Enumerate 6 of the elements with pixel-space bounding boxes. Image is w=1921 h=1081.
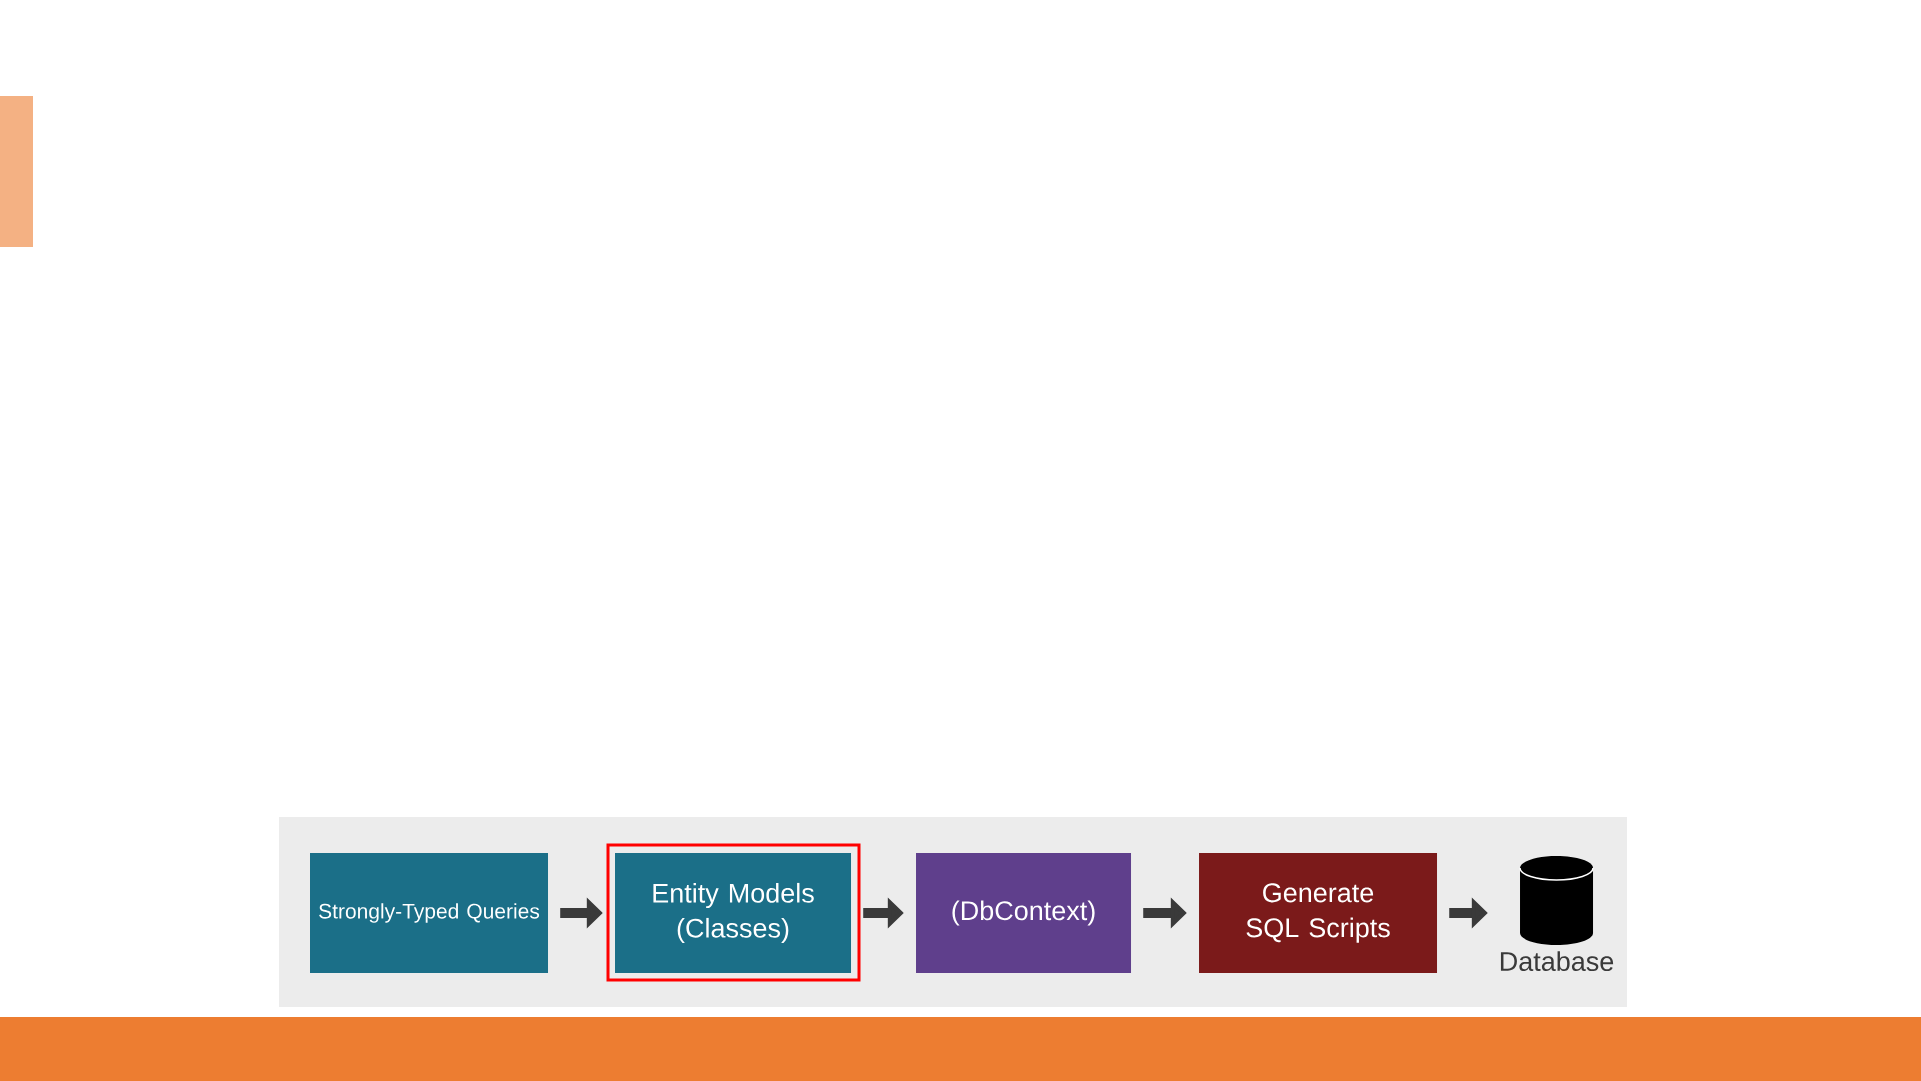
process-box: Generate SQL Scripts (1199, 853, 1437, 973)
database-cylinder: Database (1500, 856, 1614, 972)
node-label: Database (1500, 951, 1614, 972)
process-box: Entity Models (Classes) (615, 853, 851, 973)
process-box: Strongly-Typed Queries (310, 853, 548, 973)
process-box: (DbContext) (916, 853, 1131, 973)
